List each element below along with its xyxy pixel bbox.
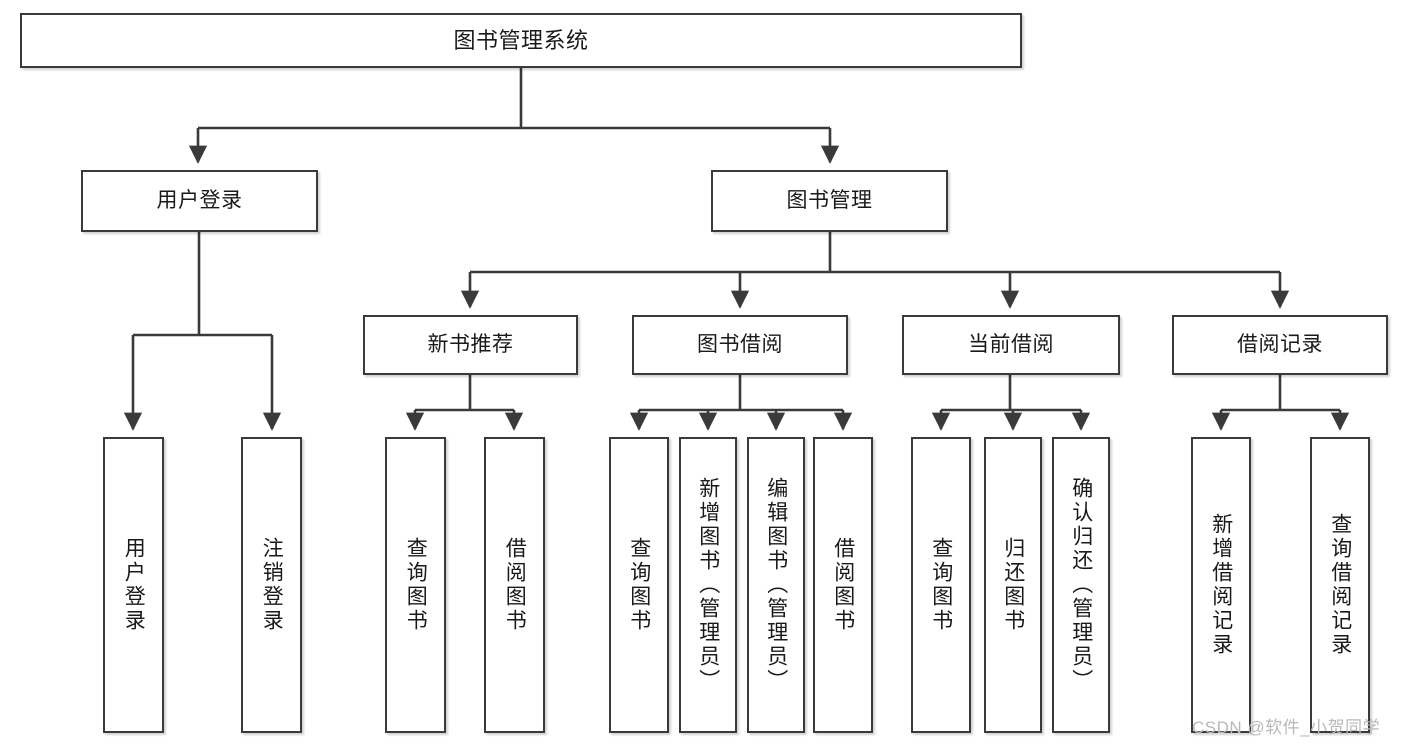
node-label: 编辑图书（管理员） xyxy=(764,477,788,693)
node-label: 归还图书 xyxy=(1001,537,1025,633)
node-new-book-recommend[interactable]: 新书推荐 xyxy=(363,315,578,375)
node-label: 确认归还（管理员） xyxy=(1069,477,1093,693)
leaf-search-book-newbook[interactable]: 查询图书 xyxy=(385,437,446,733)
node-label: 图书管理 xyxy=(786,188,873,212)
leaf-add-borrow-record[interactable]: 新增借阅记录 xyxy=(1191,437,1251,733)
node-label: 借阅图书 xyxy=(503,537,527,633)
node-label: 图书借阅 xyxy=(697,332,783,356)
node-label: 新增图书（管理员） xyxy=(696,477,720,693)
leaf-add-book-admin[interactable]: 新增图书（管理员） xyxy=(679,437,737,733)
node-book-management[interactable]: 图书管理 xyxy=(711,170,948,232)
node-current-borrow[interactable]: 当前借阅 xyxy=(902,315,1120,375)
node-label: 借阅记录 xyxy=(1237,332,1323,356)
node-book-borrow[interactable]: 图书借阅 xyxy=(632,315,848,375)
node-borrow-record[interactable]: 借阅记录 xyxy=(1172,315,1388,375)
node-user-login[interactable]: 用户登录 xyxy=(81,170,318,232)
node-label: 查询图书 xyxy=(404,537,428,633)
node-label: 查询借阅记录 xyxy=(1328,513,1352,657)
leaf-logout[interactable]: 注销登录 xyxy=(241,437,302,733)
leaf-user-login[interactable]: 用户登录 xyxy=(103,437,164,733)
leaf-borrow-book-newbook[interactable]: 借阅图书 xyxy=(484,437,545,733)
leaf-confirm-return-admin[interactable]: 确认归还（管理员） xyxy=(1052,437,1110,733)
node-book-management-system[interactable]: 图书管理系统 xyxy=(20,13,1022,68)
node-label: 借阅图书 xyxy=(831,537,855,633)
node-label: 图书管理系统 xyxy=(453,27,589,53)
leaf-return-book[interactable]: 归还图书 xyxy=(984,437,1042,733)
node-label: 用户登录 xyxy=(156,188,243,212)
node-label: 新书推荐 xyxy=(427,332,514,356)
node-label: 用户登录 xyxy=(122,537,146,633)
leaf-search-borrow-record[interactable]: 查询借阅记录 xyxy=(1310,437,1370,733)
node-label: 查询图书 xyxy=(929,537,953,633)
leaf-search-book-borrow[interactable]: 查询图书 xyxy=(609,437,669,733)
leaf-borrow-book[interactable]: 借阅图书 xyxy=(813,437,873,733)
leaf-search-book-current[interactable]: 查询图书 xyxy=(911,437,971,733)
leaf-edit-book-admin[interactable]: 编辑图书（管理员） xyxy=(747,437,805,733)
node-label: 当前借阅 xyxy=(968,332,1054,356)
node-label: 新增借阅记录 xyxy=(1209,513,1233,657)
node-label: 注销登录 xyxy=(260,537,284,633)
csdn-watermark: CSDN @软件_小贺同学 xyxy=(1192,718,1381,737)
node-label: 查询图书 xyxy=(627,537,651,633)
